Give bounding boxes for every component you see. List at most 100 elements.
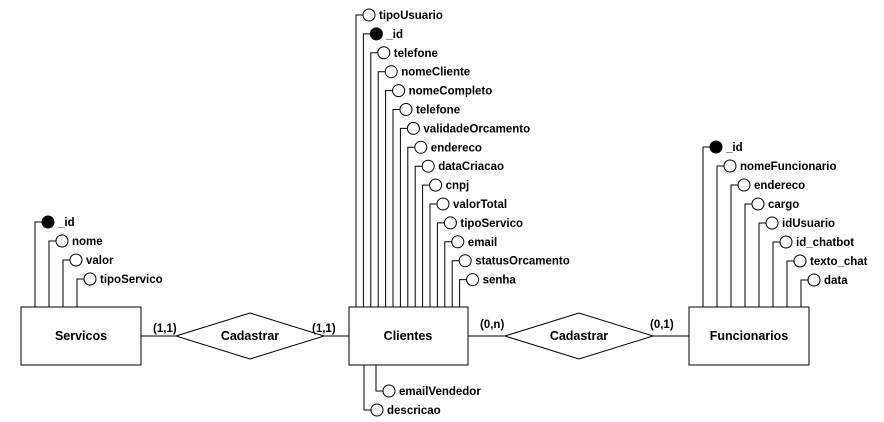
attribute-label: telefone bbox=[416, 105, 460, 117]
attribute-icon bbox=[55, 234, 69, 248]
attribute-icon bbox=[458, 254, 472, 268]
attribute-icon bbox=[443, 216, 457, 230]
attribute-label: nomeFuncionario bbox=[740, 161, 836, 173]
entity-clientes[interactable]: Clientes bbox=[348, 306, 469, 366]
attribute-label: tipoUsuario bbox=[379, 10, 443, 22]
attribute-clientes_top-6[interactable]: validadeOrcamento bbox=[399, 121, 530, 307]
entity-label: Clientes bbox=[384, 329, 433, 343]
attribute-servicos-0[interactable]: _id bbox=[34, 215, 75, 307]
attribute-funcionarios-6[interactable]: texto_chat bbox=[786, 254, 868, 307]
attribute-clientes_top-10[interactable]: valorTotal bbox=[429, 197, 507, 307]
attribute-clientes_top-14[interactable]: senha bbox=[459, 273, 517, 307]
attribute-label: nome bbox=[72, 236, 103, 248]
attributes-layer: _idnomevalortipoServicotipoUsuario_idtel… bbox=[34, 8, 868, 417]
attribute-label: senha bbox=[483, 275, 517, 287]
attribute-icon bbox=[451, 235, 465, 249]
attribute-icon bbox=[384, 65, 398, 79]
attribute-label: tipoServico bbox=[460, 218, 523, 230]
attribute-clientes_top-9[interactable]: cnpj bbox=[422, 178, 470, 307]
attribute-icon bbox=[429, 178, 443, 192]
attribute-label: validadeOrcamento bbox=[423, 123, 530, 135]
attribute-label: valor bbox=[86, 255, 114, 267]
attribute-label: data bbox=[824, 275, 848, 287]
attribute-clientes_top-5[interactable]: telefone bbox=[392, 103, 460, 308]
attribute-clientes_top-8[interactable]: dataCriacao bbox=[414, 159, 504, 307]
attribute-servicos-1[interactable]: nome bbox=[48, 234, 103, 307]
attribute-clientes_top-13[interactable]: statusOrcamento bbox=[451, 254, 570, 307]
attribute-icon bbox=[406, 121, 420, 135]
attribute-servicos-2[interactable]: valor bbox=[62, 253, 114, 307]
attribute-icon bbox=[723, 159, 737, 173]
attribute-funcionarios-2[interactable]: endereco bbox=[730, 178, 805, 307]
cardinality-clientes-left: (1,1) bbox=[312, 323, 336, 335]
attribute-icon bbox=[807, 273, 821, 287]
attribute-icon bbox=[737, 178, 751, 192]
attribute-icon bbox=[765, 216, 779, 230]
attribute-icon bbox=[793, 254, 807, 268]
attribute-icon bbox=[377, 46, 391, 60]
attribute-clientes_bottom-0[interactable]: emailVendedor bbox=[375, 365, 481, 398]
cardinality-servicos-left: (1,1) bbox=[153, 323, 177, 335]
attribute-funcionarios-4[interactable]: idUsuario bbox=[758, 216, 835, 307]
cardinality-clientes-right: (0,n) bbox=[480, 319, 504, 331]
attribute-label: emailVendedor bbox=[399, 386, 481, 398]
attribute-label: cnpj bbox=[446, 180, 470, 192]
attribute-clientes_top-12[interactable]: email bbox=[444, 235, 497, 307]
attribute-label: nomeCliente bbox=[401, 67, 470, 79]
attribute-label: endereco bbox=[431, 142, 482, 154]
attribute-icon bbox=[436, 197, 450, 211]
attribute-label: texto_chat bbox=[810, 256, 868, 268]
cardinality-funcionarios-right: (0,1) bbox=[650, 319, 674, 331]
attribute-label: tipoServico bbox=[100, 274, 163, 286]
key-attribute-icon bbox=[41, 215, 55, 229]
attribute-icon bbox=[69, 253, 83, 267]
attribute-icon bbox=[751, 197, 765, 211]
attribute-label: dataCriacao bbox=[438, 161, 504, 173]
attribute-funcionarios-7[interactable]: data bbox=[800, 273, 848, 307]
attribute-label: email bbox=[468, 237, 497, 249]
key-attribute-icon bbox=[709, 140, 723, 154]
attribute-icon bbox=[362, 8, 376, 22]
attribute-clientes_top-2[interactable]: telefone bbox=[370, 46, 438, 307]
attribute-icon bbox=[779, 235, 793, 249]
relationship-right[interactable]: Cadastrar bbox=[503, 312, 655, 360]
attribute-label: _id bbox=[725, 142, 743, 154]
attribute-label: _id bbox=[385, 29, 403, 41]
attribute-icon bbox=[466, 273, 480, 287]
attribute-clientes_top-1[interactable]: _id bbox=[362, 27, 403, 307]
attribute-label: statusOrcamento bbox=[475, 256, 570, 268]
attribute-clientes_top-4[interactable]: nomeCompleto bbox=[385, 84, 493, 307]
attribute-funcionarios-0[interactable]: _id bbox=[702, 140, 743, 307]
attribute-icon bbox=[83, 272, 97, 286]
attribute-label: id_chatbot bbox=[796, 237, 854, 249]
entity-servicos[interactable]: Servicos bbox=[20, 306, 142, 366]
attribute-clientes_top-0[interactable]: tipoUsuario bbox=[355, 8, 443, 307]
attribute-icon bbox=[392, 84, 406, 98]
key-attribute-icon bbox=[369, 27, 383, 41]
attribute-label: telefone bbox=[394, 48, 438, 60]
attribute-funcionarios-3[interactable]: cargo bbox=[744, 197, 799, 307]
attribute-funcionarios-5[interactable]: id_chatbot bbox=[772, 235, 854, 307]
attribute-label: idUsuario bbox=[782, 218, 835, 230]
attribute-clientes_top-7[interactable]: endereco bbox=[407, 140, 482, 307]
entity-label: Funcionarios bbox=[710, 329, 789, 343]
relationship-left[interactable]: Cadastrar bbox=[174, 312, 326, 360]
attribute-label: valorTotal bbox=[453, 199, 507, 211]
attribute-icon bbox=[414, 140, 428, 154]
attribute-clientes_top-11[interactable]: tipoServico bbox=[436, 216, 523, 307]
attribute-label: _id bbox=[57, 217, 75, 229]
relationship-label: Cadastrar bbox=[550, 329, 608, 343]
attribute-servicos-3[interactable]: tipoServico bbox=[76, 272, 163, 307]
entity-funcionarios[interactable]: Funcionarios bbox=[688, 306, 810, 366]
attribute-icon bbox=[382, 384, 396, 398]
attribute-clientes_top-3[interactable]: nomeCliente bbox=[377, 65, 470, 307]
attribute-label: endereco bbox=[754, 180, 805, 192]
attribute-icon bbox=[370, 403, 384, 417]
attribute-clientes_bottom-1[interactable]: descricao bbox=[363, 365, 441, 417]
attribute-icon bbox=[421, 159, 435, 173]
attribute-icon bbox=[399, 103, 413, 116]
relationship-label: Cadastrar bbox=[221, 329, 279, 343]
attribute-funcionarios-1[interactable]: nomeFuncionario bbox=[716, 159, 836, 307]
attribute-label: nomeCompleto bbox=[409, 86, 493, 98]
